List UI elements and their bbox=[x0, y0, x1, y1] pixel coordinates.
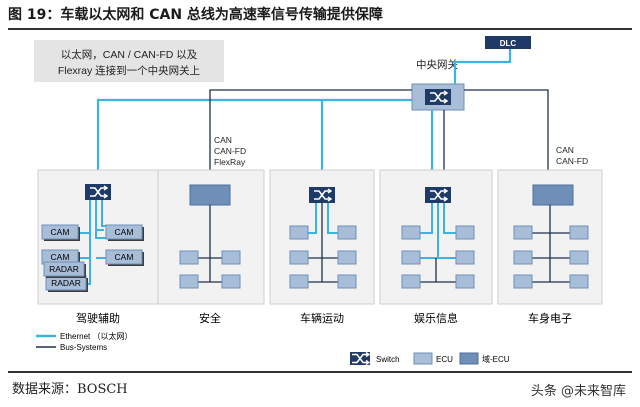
legend-ecu-label: ECU bbox=[436, 355, 453, 364]
legend-ethernet-label: Ethernet （以太网） bbox=[60, 331, 132, 341]
dlc-label: DLC bbox=[500, 39, 517, 48]
bus-label-left-3: FlexRay bbox=[214, 157, 246, 167]
body-ecu-2 bbox=[569, 225, 589, 240]
body-bus-links bbox=[526, 205, 574, 283]
adas-ecu-cam-1-label: CAM bbox=[51, 227, 70, 237]
adas-ethernet-links bbox=[80, 200, 110, 285]
safety-ecu-1 bbox=[179, 250, 199, 265]
legend-ecu-swatch bbox=[413, 352, 433, 365]
info-ecu-4 bbox=[455, 250, 475, 265]
body-ecu-4 bbox=[569, 250, 589, 265]
note-line-1: 以太网，CAN / CAN-FD 以及 bbox=[61, 48, 198, 61]
body-ecu-5 bbox=[513, 274, 533, 289]
legend-domain-ecu-swatch bbox=[459, 352, 479, 365]
watermark: 头条 @未来智库 bbox=[530, 384, 626, 399]
adas-ecu-cam-3-label: CAM bbox=[115, 227, 134, 237]
safety-bus-links bbox=[196, 205, 224, 283]
adas-ecu-radar-2-label: RADAR bbox=[49, 264, 79, 274]
note-box bbox=[34, 40, 224, 82]
figure-title: 图 19：车载以太网和 CAN 总线为高速率信号传输提供保障 bbox=[8, 7, 383, 23]
vm-ecu-4 bbox=[337, 250, 357, 265]
adas-ecu-radar-1-label: RADAR bbox=[51, 278, 81, 288]
body-domain-ecu bbox=[532, 184, 574, 206]
vm-ecu-3 bbox=[289, 250, 309, 265]
adas-ecu-cam-3 bbox=[105, 224, 143, 240]
body-ecu-3 bbox=[513, 250, 533, 265]
dlc-connector bbox=[485, 36, 531, 49]
safety-ecu-3 bbox=[179, 274, 199, 289]
vm-ecu-6 bbox=[337, 274, 357, 289]
safety-ecu-4 bbox=[221, 274, 241, 289]
bus-label-left-1: CAN bbox=[214, 135, 232, 145]
bus-label-left-2: CAN-FD bbox=[214, 146, 246, 156]
domain-label-infotainment: 娱乐信息 bbox=[414, 311, 458, 325]
body-ecu-6 bbox=[569, 274, 589, 289]
legend-switch-label: Switch bbox=[376, 355, 400, 364]
info-ecu-5 bbox=[401, 274, 421, 289]
top-rule bbox=[8, 28, 632, 30]
adas-ecu-cam-2-label: CAM bbox=[51, 252, 70, 262]
info-ecu-2 bbox=[455, 225, 475, 240]
adas-ecu-cam-1 bbox=[41, 224, 79, 240]
body-ecu-1 bbox=[513, 225, 533, 240]
adas-ecu-cam-4 bbox=[105, 249, 143, 265]
vm-ecu-1 bbox=[289, 225, 309, 240]
bus-label-right-2: CAN-FD bbox=[556, 156, 588, 166]
bus-label-right-1: CAN bbox=[556, 145, 574, 155]
bus-link-safety bbox=[209, 89, 412, 178]
safety-domain-ecu bbox=[189, 184, 231, 206]
ethernet-link-adas bbox=[96, 98, 412, 178]
domain-label-safety: 安全 bbox=[199, 311, 221, 325]
vm-ecu-2 bbox=[337, 225, 357, 240]
adas-ecu-radar-2 bbox=[43, 261, 85, 277]
info-ecu-3 bbox=[401, 250, 421, 265]
central-gateway-label: 中央网关 bbox=[416, 58, 458, 71]
vm-ecu-5 bbox=[289, 274, 309, 289]
domain-label-adas: 驾驶辅助 bbox=[76, 311, 120, 325]
infotainment-ethernet-links bbox=[412, 203, 462, 259]
adas-ecu-cam-4-label: CAM bbox=[115, 252, 134, 262]
legend-domain-ecu-label: 域-ECU bbox=[482, 354, 510, 364]
bottom-rule bbox=[8, 371, 632, 373]
source-note: 数据来源：BOSCH bbox=[12, 382, 128, 397]
bus-link-body bbox=[464, 89, 549, 178]
note-line-2: Flexray 连接到一个中央网关上 bbox=[58, 64, 200, 77]
domain-label-body: 车身电子 bbox=[528, 311, 572, 325]
dlc-ethernet-link bbox=[453, 49, 512, 84]
safety-ecu-2 bbox=[221, 250, 241, 265]
legend-bus-label: Bus-Systems bbox=[60, 343, 107, 352]
domain-label-vehicle-motion: 车辆运动 bbox=[300, 311, 344, 325]
info-ecu-1 bbox=[401, 225, 421, 240]
info-ecu-6 bbox=[455, 274, 475, 289]
